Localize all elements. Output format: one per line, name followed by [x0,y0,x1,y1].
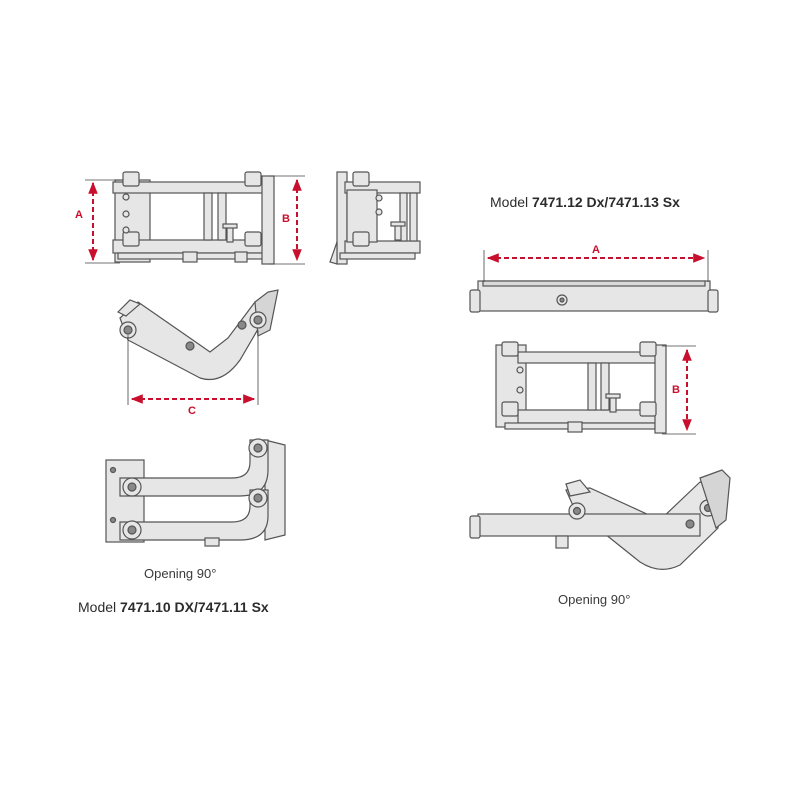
dim-label-b-right: B [672,384,680,396]
model-label-left: Model 7471.10 DX/7471.11 Sx [78,599,269,615]
dim-label-c: C [188,405,196,417]
dim-label-b: B [282,213,290,225]
opening-caption-left: Opening 90° [144,566,217,581]
dimension-b-left: B [270,175,305,265]
right-open-view [469,469,731,570]
model-code-left: 7471.10 DX/7471.11 Sx [120,599,269,615]
left-front-view [112,171,275,265]
dim-label-a: A [75,209,83,221]
model-code-right: 7471.12 Dx/7471.13 Sx [532,194,680,210]
dimension-b-right: B [662,345,696,435]
dimension-a-right: A [483,244,709,282]
right-bar-view [469,280,719,313]
dimension-a-left: A [75,179,120,264]
model-label-right: Model 7471.12 Dx/7471.13 Sx [490,194,680,210]
opening-caption-right: Opening 90° [558,592,631,607]
left-side-view [329,171,421,265]
left-open-view [105,438,286,547]
dimension-c-left: C [127,330,259,417]
right-front-view [495,341,667,434]
dim-label-a-right: A [592,244,600,256]
left-top-view [116,289,279,381]
